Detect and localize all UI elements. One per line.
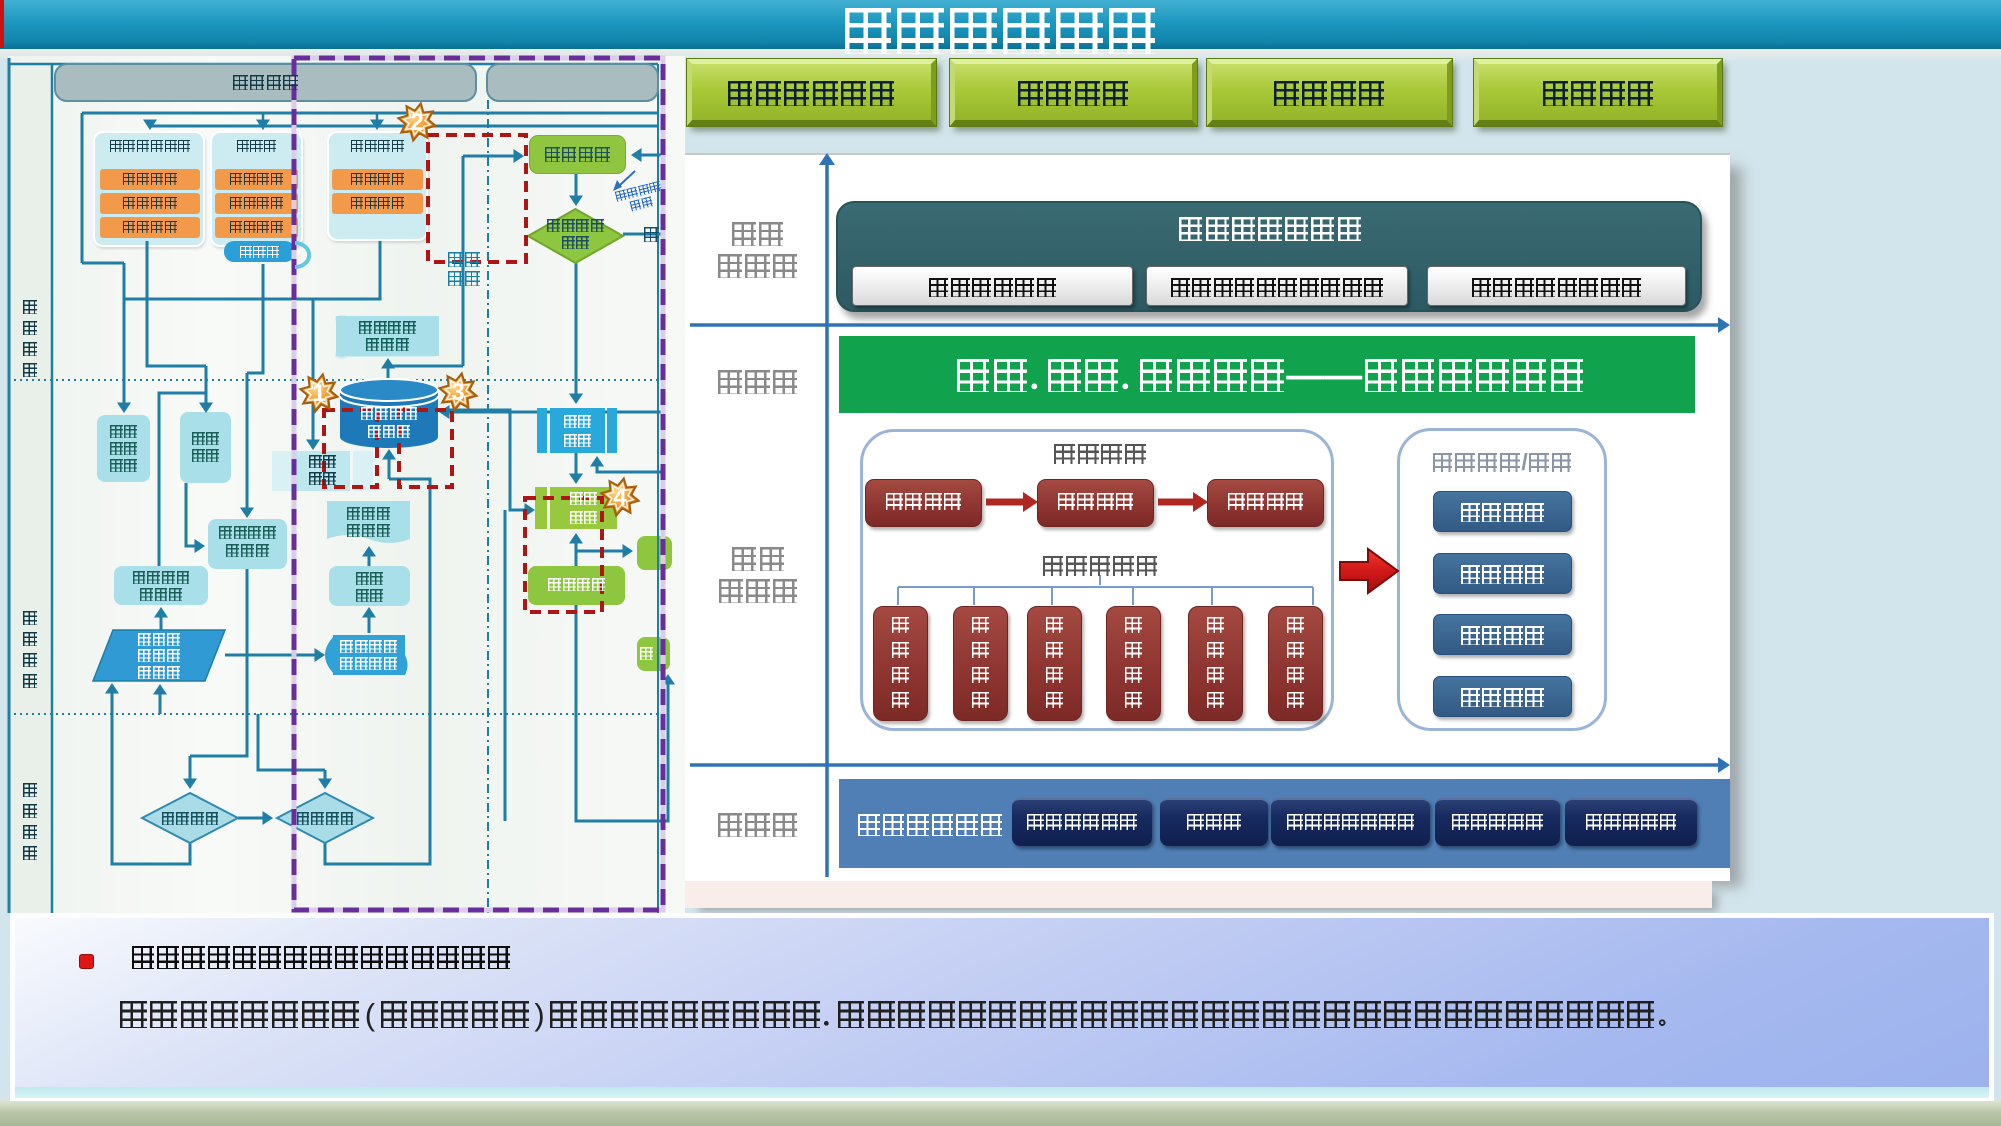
svg-text:4: 4	[613, 484, 627, 511]
svg-text:1: 1	[312, 380, 325, 407]
svg-text:2: 2	[410, 109, 423, 136]
svg-text:3: 3	[451, 379, 464, 406]
